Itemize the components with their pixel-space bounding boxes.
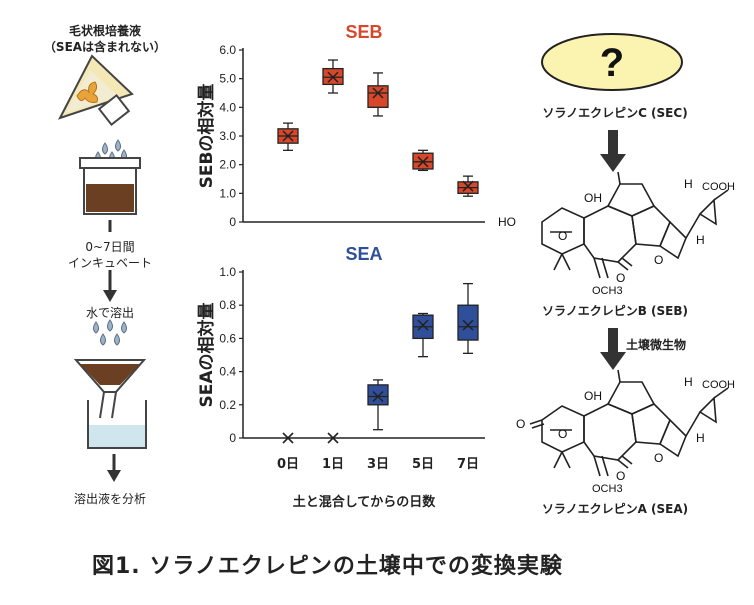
sea-epoxide-o-label: O — [558, 427, 567, 441]
chart-title: SEA — [345, 244, 382, 264]
sea-h-bottom-label: H — [696, 431, 705, 445]
structure-panel: ? HO OH — [498, 33, 735, 495]
x-tick-label: 1日 — [322, 457, 344, 472]
elution-drops-icon — [93, 319, 127, 346]
beaker-icon — [87, 400, 147, 449]
box — [457, 304, 479, 341]
y-tick-label: 0.6 — [219, 331, 236, 345]
incubate-label-line2: インキュベート — [67, 256, 152, 270]
seb-h-top-label: H — [684, 177, 693, 191]
seb-structure — [541, 171, 729, 279]
sea-cooh-label: COOH — [702, 379, 735, 391]
x-tick-label: 5日 — [412, 457, 434, 472]
boxplot-charts: 0 1.0 2.0 3.0 4.0 5.0 6.0 SEB SEBの相対量 0 0.2 0.4 0.6 0… — [196, 22, 485, 510]
water-drops-icon — [95, 139, 127, 164]
box — [367, 384, 389, 406]
mean-marker — [372, 390, 384, 403]
mean-marker — [372, 87, 384, 99]
mean-marker — [462, 180, 474, 192]
y-axis-label: SEBの相対量 — [196, 84, 217, 189]
question-mark: ? — [600, 41, 624, 85]
sea-oh-label: OH — [584, 389, 602, 403]
elute-label: 水で溶出 — [85, 306, 134, 320]
seb-och3-label: OCH3 — [592, 285, 623, 297]
seb-oh-label: OH — [584, 191, 602, 205]
y-tick-label: 3.0 — [219, 129, 236, 143]
arrow-down-2 — [103, 270, 117, 302]
seb-ho-label: HO — [498, 215, 516, 229]
medium-label-line1: 毛状根培養液 — [68, 24, 141, 38]
sec-label: ソラノエクレピンC (SEC) — [542, 106, 688, 120]
analyze-label: 溶出液を分析 — [73, 492, 146, 506]
sea-label: ソラノエクレピンA (SEA) — [541, 502, 689, 516]
mean-marker — [282, 130, 294, 142]
flask-icon — [57, 54, 134, 127]
seb-cooh-label: COOH — [702, 181, 735, 193]
figure-caption: 図1. ソラノエクレピンの土壌中での変換実験 — [92, 554, 563, 579]
y-tick-label: 0 — [229, 215, 236, 229]
mean-marker — [417, 319, 429, 331]
mean-marker — [417, 156, 429, 168]
mean-marker — [462, 319, 474, 331]
y-tick-label: 1.0 — [219, 186, 236, 200]
y-tick-label: 0 — [229, 431, 236, 445]
box — [367, 85, 389, 108]
y-tick-label: 0.8 — [219, 298, 236, 312]
y-tick-label: 1.0 — [219, 265, 236, 279]
seb-ring-o-label: O — [654, 253, 663, 267]
sea-ketone-o-label: O — [616, 469, 625, 483]
y-tick-label: 2.0 — [219, 158, 236, 172]
medium-label-line2: （SEAは含まれない） — [43, 40, 167, 54]
sea-ring-o-label: O — [654, 451, 663, 465]
y-tick-label: 4.0 — [219, 100, 236, 114]
y-tick-label: 0.4 — [219, 365, 236, 379]
y-axis-label: SEAの相対量 — [196, 302, 217, 407]
arrow-seb-to-sea — [600, 328, 626, 370]
microbe-label: 土壌微生物 — [626, 338, 687, 352]
y-tick-label: 5.0 — [219, 72, 236, 86]
y-tick-label: 0.2 — [219, 398, 236, 412]
sea-och3-label: OCH3 — [592, 483, 623, 495]
seb-epoxide-o-label: O — [558, 229, 567, 243]
incubate-label-line1: 0~7日間 — [85, 240, 135, 254]
sea-carbonyl-o-label: O — [516, 417, 525, 431]
seb-h-bottom-label: H — [696, 233, 705, 247]
procedure-illustration — [57, 54, 147, 482]
soil-container-icon — [79, 157, 141, 215]
mean-marker — [327, 71, 339, 83]
x-axis-label: 土と混合してからの日数 — [293, 494, 437, 510]
arrow-down-3 — [107, 454, 121, 482]
sea-structure — [529, 369, 729, 477]
zero-marker — [327, 432, 339, 444]
seb-ketone-o-label: O — [616, 271, 625, 285]
chart-title: SEB — [345, 22, 382, 42]
sea-h-top-label: H — [684, 375, 693, 389]
x-tick-label: 3日 — [367, 457, 389, 472]
seb-label: ソラノエクレピンB (SEB) — [541, 304, 689, 318]
funnel-icon — [73, 359, 147, 419]
x-tick-label: 0日 — [277, 457, 299, 472]
zero-marker — [282, 432, 294, 444]
arrow-sec-to-seb — [600, 130, 626, 172]
y-tick-label: 6.0 — [219, 43, 236, 57]
unknown-precursor-ellipse — [541, 33, 683, 91]
x-tick-label: 7日 — [457, 457, 479, 472]
